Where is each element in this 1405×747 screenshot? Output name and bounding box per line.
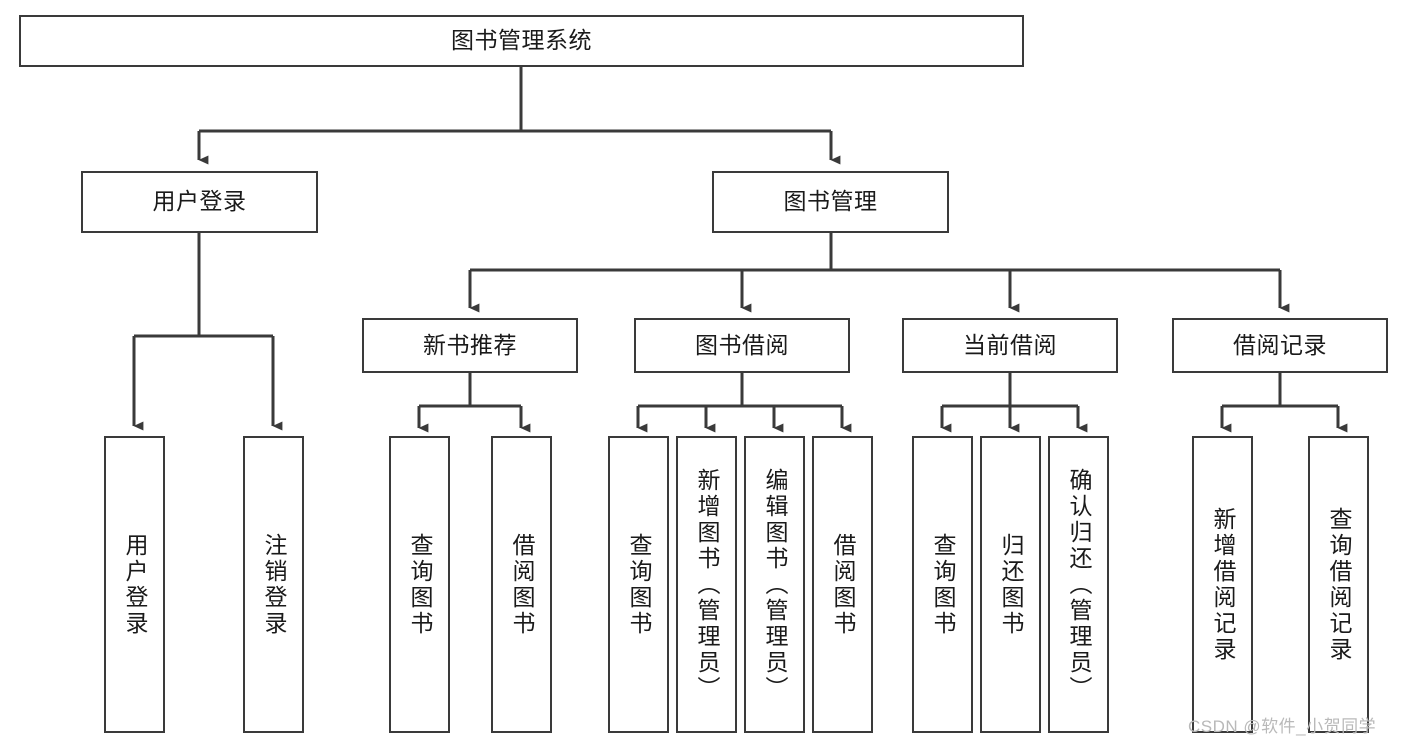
node-label: 注销登录 bbox=[261, 532, 287, 637]
node-root-book-management-system[interactable]: 图书管理系统 bbox=[19, 15, 1024, 67]
node-label: 借阅图书 bbox=[509, 532, 535, 637]
node-leaf-borrow-book[interactable]: 借阅图书 bbox=[812, 436, 873, 733]
node-leaf-edit-book[interactable]: 编辑图书（管理员） bbox=[744, 436, 805, 733]
node-label: 查询图书 bbox=[930, 532, 956, 637]
node-user-login[interactable]: 用户登录 bbox=[81, 171, 318, 233]
node-label: 用户登录 bbox=[122, 532, 148, 637]
node-new-book-recommend[interactable]: 新书推荐 bbox=[362, 318, 578, 373]
node-leaf-query-book-current[interactable]: 查询图书 bbox=[912, 436, 973, 733]
node-label: 图书管理 bbox=[783, 188, 878, 215]
node-label: 图书借阅 bbox=[695, 331, 789, 358]
node-label: 查询图书 bbox=[626, 532, 652, 637]
node-book-borrow[interactable]: 图书借阅 bbox=[634, 318, 850, 373]
node-label: 借阅记录 bbox=[1233, 331, 1327, 358]
node-leaf-query-book-recommend[interactable]: 查询图书 bbox=[389, 436, 450, 733]
node-label: 新增借阅记录 bbox=[1210, 506, 1236, 663]
node-leaf-user-login[interactable]: 用户登录 bbox=[104, 436, 165, 733]
node-book-manage[interactable]: 图书管理 bbox=[712, 171, 949, 233]
node-leaf-add-borrow-record[interactable]: 新增借阅记录 bbox=[1192, 436, 1253, 733]
node-label: 用户登录 bbox=[152, 188, 247, 215]
node-leaf-add-book[interactable]: 新增图书（管理员） bbox=[676, 436, 737, 733]
node-label: 当前借阅 bbox=[963, 331, 1057, 358]
node-leaf-confirm-return[interactable]: 确认归还（管理员） bbox=[1048, 436, 1109, 733]
node-borrow-record[interactable]: 借阅记录 bbox=[1172, 318, 1388, 373]
node-label: 新增图书（管理员） bbox=[694, 467, 720, 702]
node-label: 确认归还（管理员） bbox=[1066, 467, 1092, 702]
node-label: 归还图书 bbox=[998, 532, 1024, 637]
node-current-borrow[interactable]: 当前借阅 bbox=[902, 318, 1118, 373]
node-label: 新书推荐 bbox=[423, 331, 517, 358]
node-label: 查询图书 bbox=[407, 532, 433, 637]
node-leaf-borrow-book-recommend[interactable]: 借阅图书 bbox=[491, 436, 552, 733]
node-leaf-return-book[interactable]: 归还图书 bbox=[980, 436, 1041, 733]
node-label: 图书管理系统 bbox=[451, 27, 592, 54]
node-leaf-query-book-borrow[interactable]: 查询图书 bbox=[608, 436, 669, 733]
csdn-watermark: CSDN @软件_小贺同学 bbox=[1188, 717, 1377, 736]
node-label: 借阅图书 bbox=[830, 532, 856, 637]
node-label: 查询借阅记录 bbox=[1326, 506, 1352, 663]
node-leaf-user-logout[interactable]: 注销登录 bbox=[243, 436, 304, 733]
node-label: 编辑图书（管理员） bbox=[762, 467, 788, 702]
node-leaf-query-borrow-record[interactable]: 查询借阅记录 bbox=[1308, 436, 1369, 733]
